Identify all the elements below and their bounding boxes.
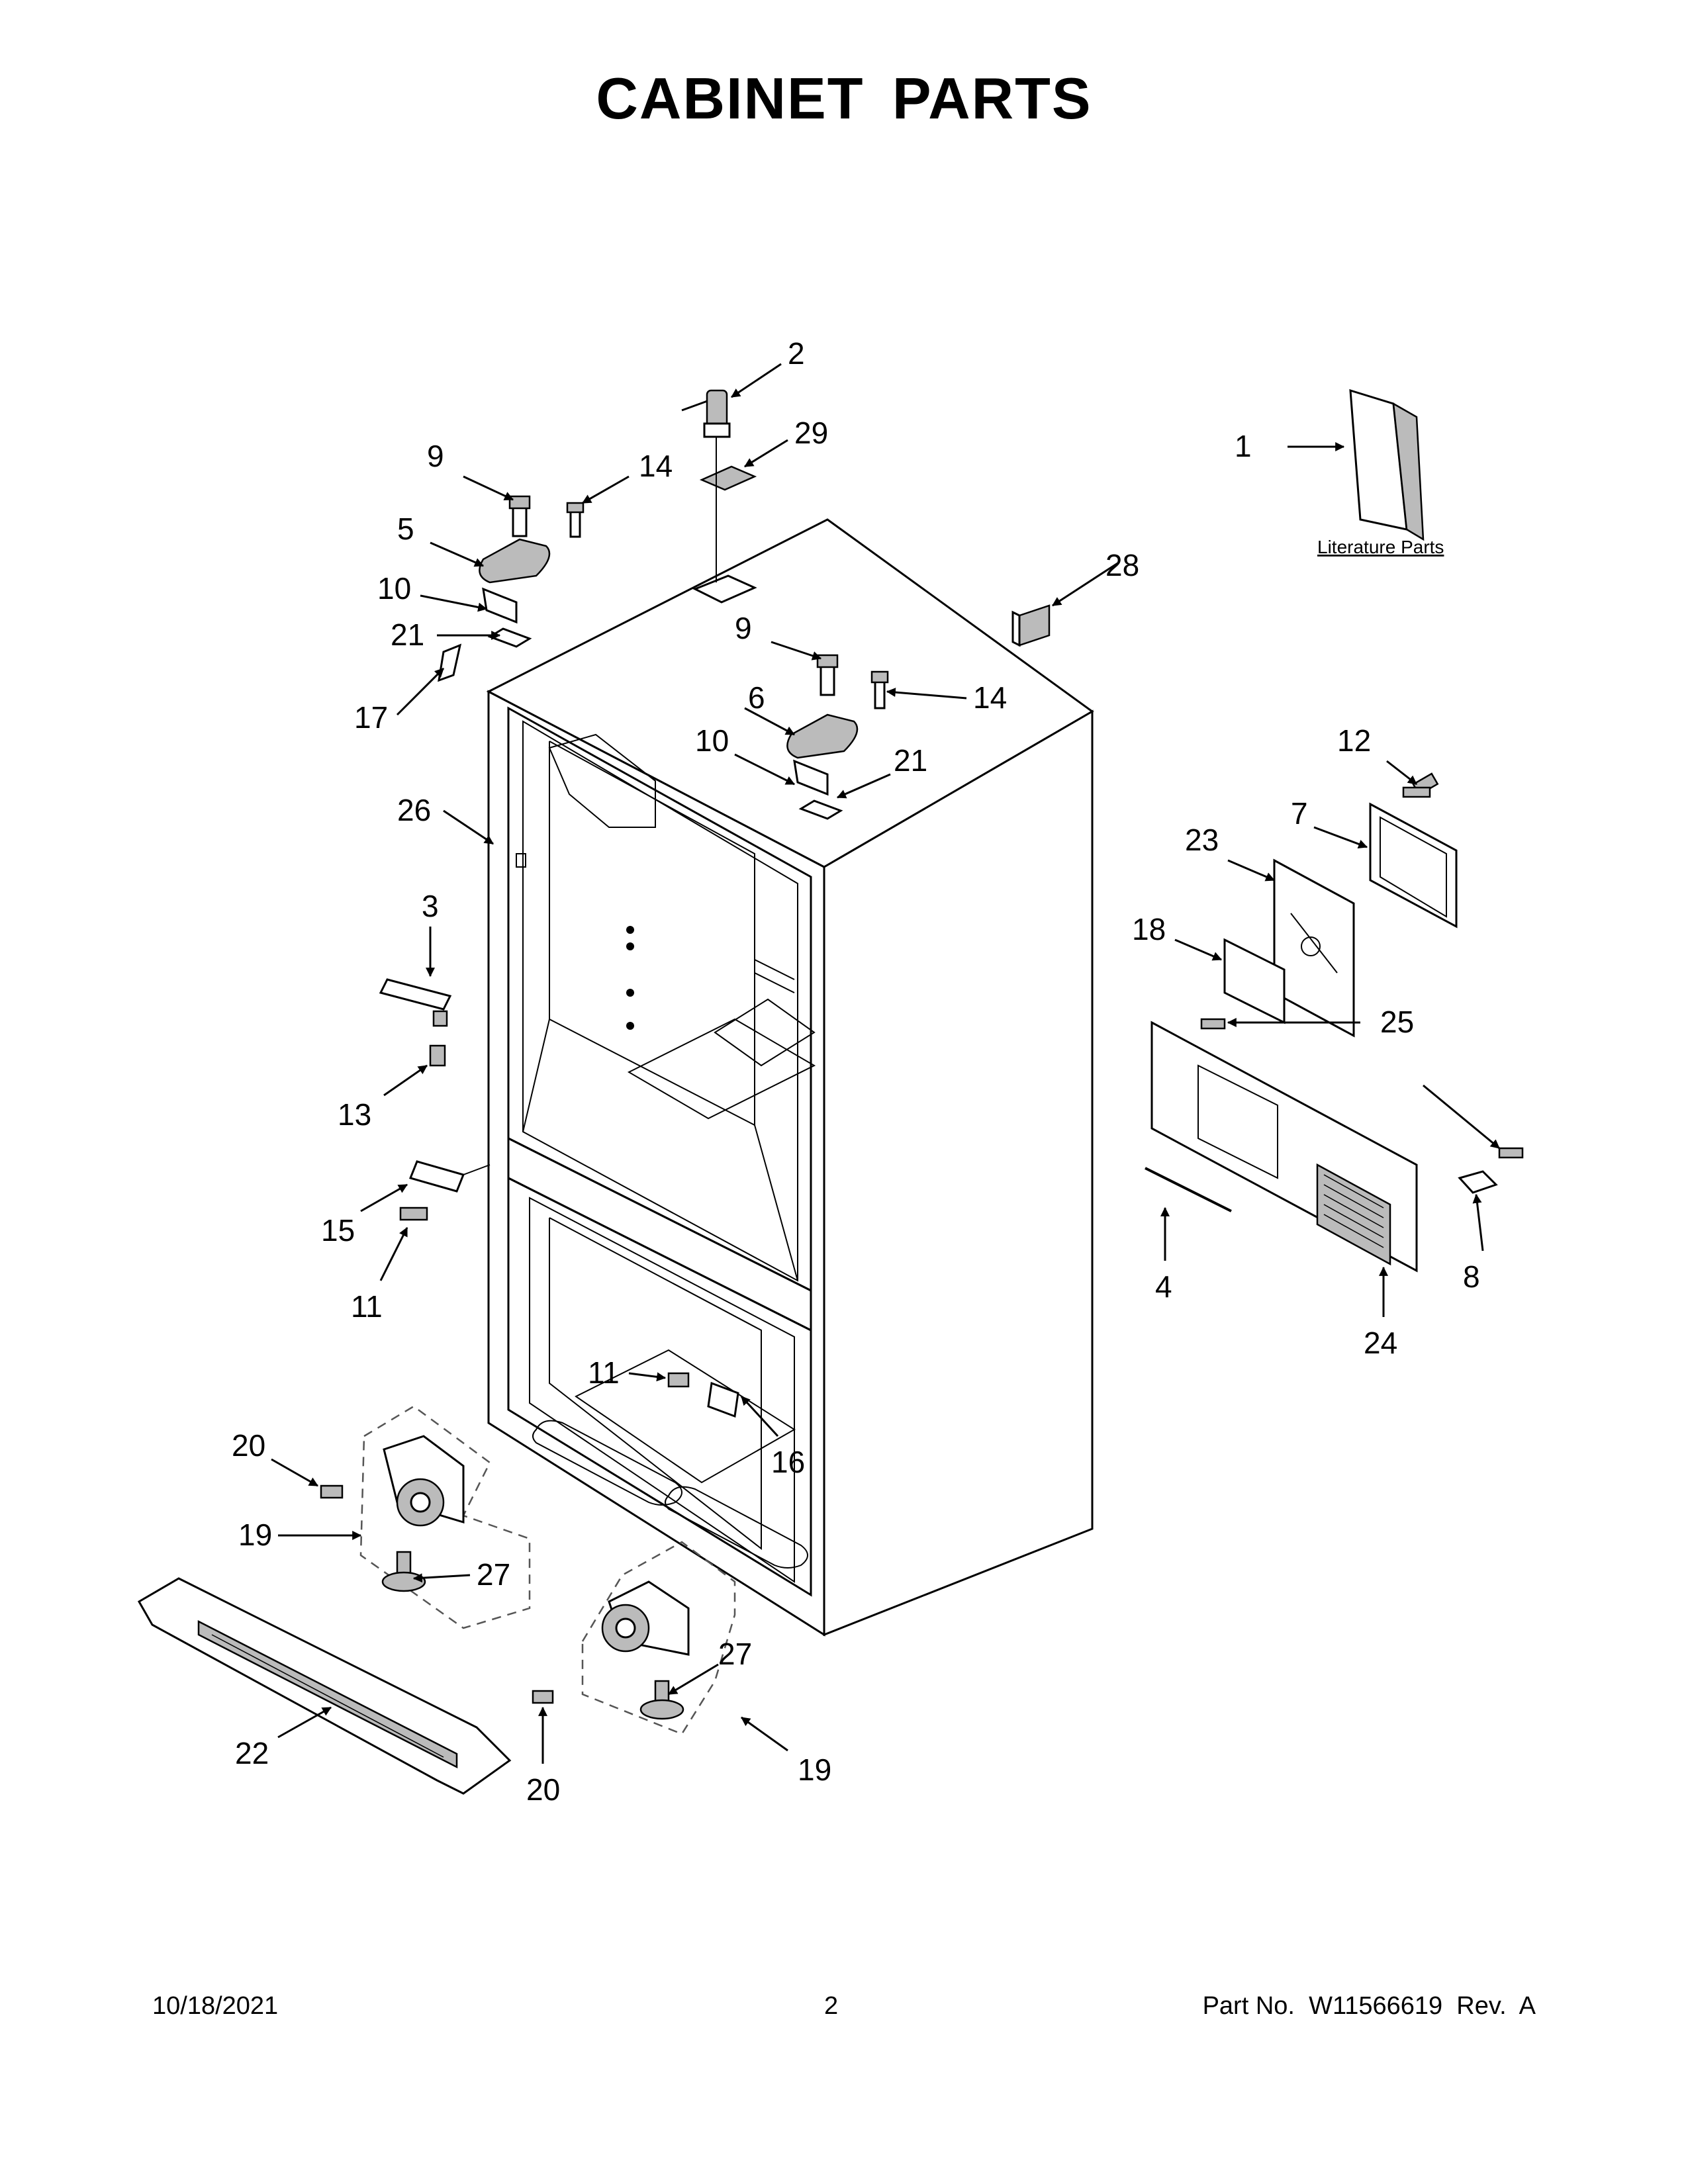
callout-24: 24	[1364, 1326, 1397, 1360]
footer-page-number: 2	[824, 1992, 839, 2020]
callout-22: 22	[235, 1736, 269, 1770]
callout-2: 2	[788, 336, 805, 371]
callout-20b: 20	[526, 1772, 560, 1807]
callout-9a: 9	[427, 439, 444, 473]
callout-10a: 10	[377, 571, 411, 606]
literature-parts-caption: Literature Parts	[1317, 537, 1444, 557]
left-top-hinge	[479, 495, 585, 648]
panel-24-cover	[1150, 1021, 1418, 1273]
callout-11b: 11	[588, 1355, 620, 1390]
callout-23: 23	[1185, 823, 1219, 857]
callout-28: 28	[1105, 548, 1139, 582]
callout-21b: 21	[894, 743, 927, 778]
callout-16: 16	[771, 1445, 805, 1479]
callout-1: 1	[1235, 429, 1252, 463]
callout-13: 13	[338, 1097, 371, 1132]
bracket-16	[667, 1372, 739, 1418]
callout-6: 6	[748, 680, 765, 715]
callout-4: 4	[1155, 1269, 1172, 1304]
cap-part-28	[1011, 604, 1051, 647]
panel-23	[1273, 858, 1355, 1038]
callout-14a: 14	[639, 449, 673, 483]
strip-4	[1145, 1167, 1232, 1212]
callout-11a: 11	[351, 1289, 383, 1324]
callout-10b: 10	[695, 723, 729, 758]
callout-numbers: 1 2 3 4 5 6 7 8 9 9 10 10 11 11 12 13 14…	[232, 336, 1480, 1807]
roller-assembly-right	[532, 1541, 736, 1735]
literature-book: Literature Parts	[1317, 388, 1444, 557]
roller-assembly-left	[320, 1405, 531, 1629]
callout-19a: 19	[238, 1518, 272, 1552]
leader-lines	[271, 363, 1500, 1764]
bracket-15	[399, 1160, 491, 1221]
page-title: CABINET PARTS	[596, 66, 1092, 131]
cabinet-body	[486, 518, 1094, 1637]
callout-18: 18	[1132, 912, 1166, 946]
callout-12: 12	[1337, 723, 1371, 758]
screws-right	[1200, 786, 1524, 1194]
callout-14b: 14	[973, 680, 1007, 715]
callout-7: 7	[1291, 796, 1308, 831]
callout-19b: 19	[798, 1752, 831, 1787]
callout-5: 5	[397, 512, 414, 546]
callout-20a: 20	[232, 1428, 265, 1463]
water-line-connector	[681, 389, 757, 604]
footer-date: 10/18/2021	[152, 1992, 279, 2020]
bracket-3	[379, 978, 452, 1067]
callout-8: 8	[1463, 1259, 1480, 1294]
callout-9b: 9	[735, 611, 752, 645]
callout-26: 26	[397, 793, 431, 827]
callout-15: 15	[321, 1213, 355, 1248]
callout-3: 3	[422, 889, 439, 923]
callout-21a: 21	[391, 617, 424, 652]
callout-17: 17	[354, 700, 388, 735]
callout-29: 29	[794, 416, 828, 450]
callout-25: 25	[1380, 1005, 1414, 1039]
callout-27b: 27	[718, 1637, 752, 1671]
right-top-hinge	[786, 654, 889, 820]
callout-27a: 27	[477, 1557, 510, 1592]
base-grille-22	[137, 1577, 512, 1795]
footer-part-number: Part No. W11566619 Rev. A	[1202, 1992, 1536, 2020]
part-17	[438, 643, 462, 682]
